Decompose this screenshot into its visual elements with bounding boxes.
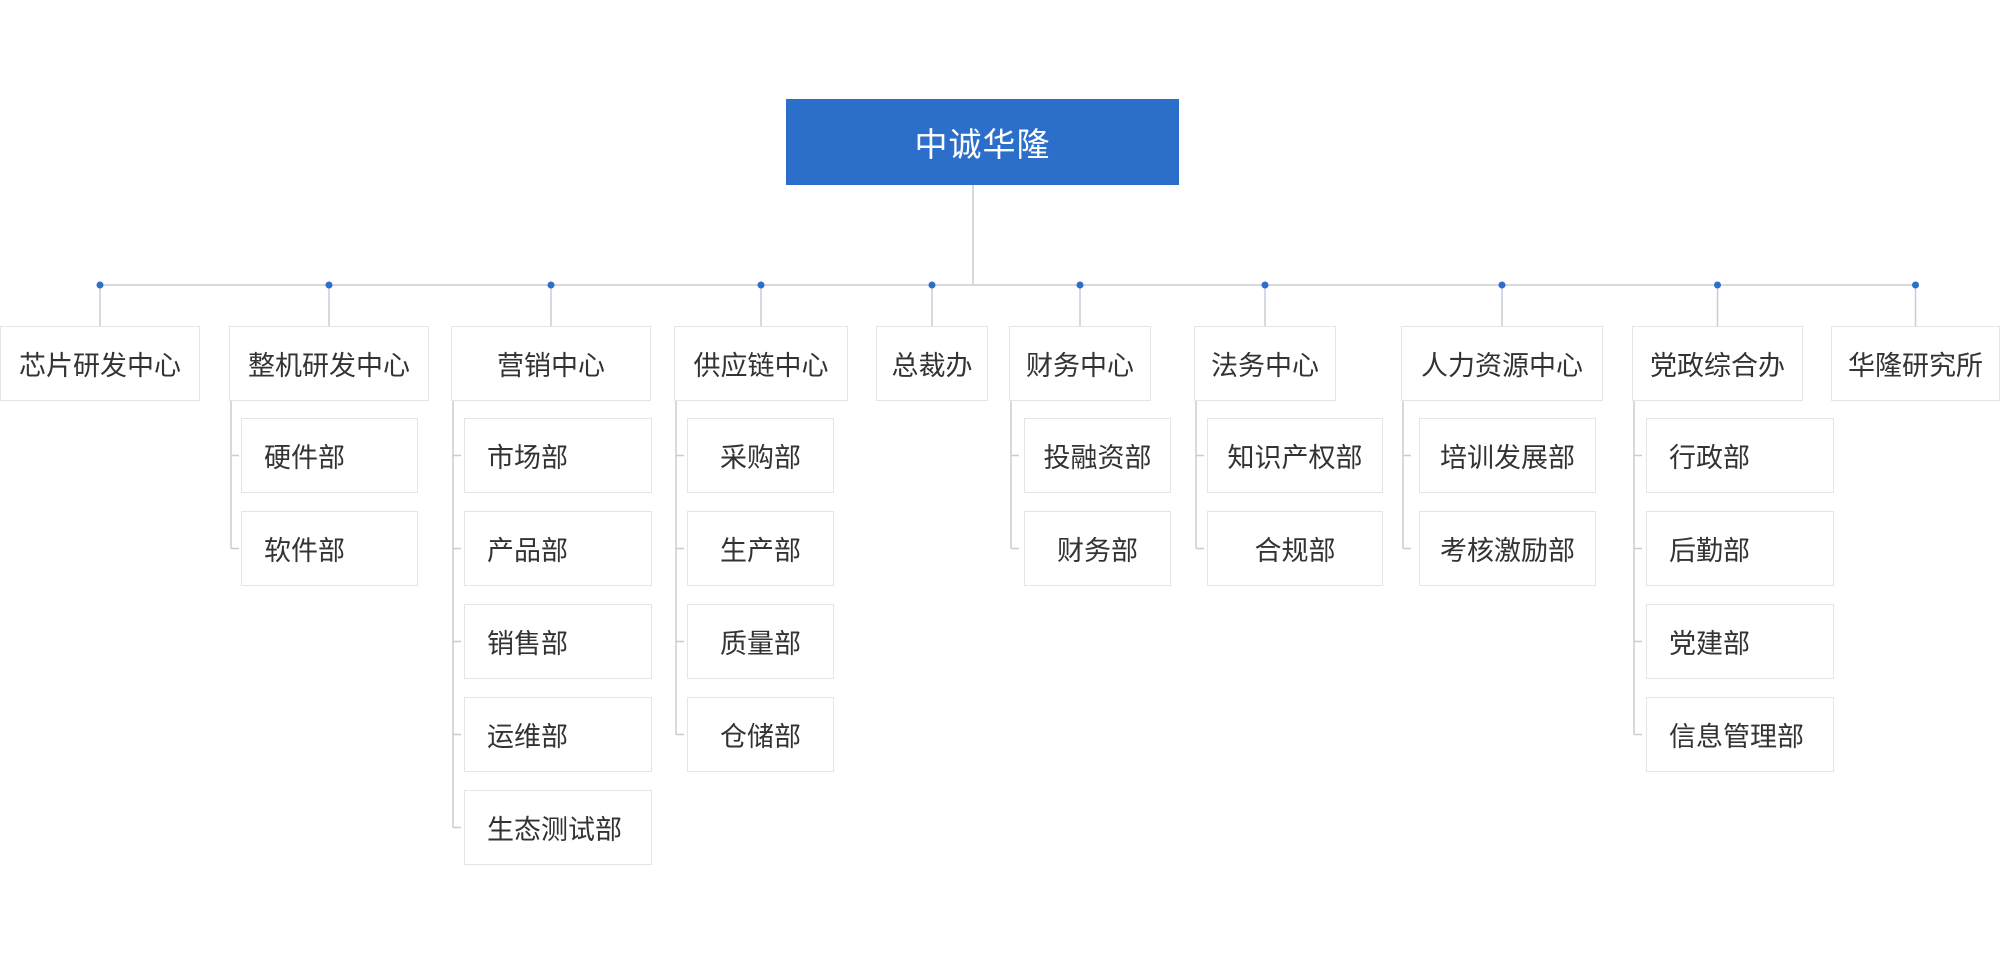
connector-dot [928, 281, 936, 289]
department-label: 整机研发中心 [248, 351, 410, 382]
sub-department-label: 生产部 [720, 536, 801, 567]
sub-department-node[interactable]: 生产部 [687, 511, 834, 586]
sub-department-node[interactable]: 运维部 [464, 697, 652, 772]
department-label: 法务中心 [1211, 351, 1319, 382]
department-node[interactable]: 供应链中心 [674, 326, 848, 401]
sub-department-label: 运维部 [487, 722, 568, 753]
sub-department-node[interactable]: 仓储部 [687, 697, 834, 772]
sub-department-label: 培训发展部 [1440, 443, 1575, 474]
sub-department-label: 硬件部 [264, 443, 345, 474]
sub-department-node[interactable]: 采购部 [687, 418, 834, 493]
connector-dot [757, 281, 765, 289]
root-node-label: 中诚华隆 [914, 125, 1051, 164]
sub-department-node[interactable]: 产品部 [464, 511, 652, 586]
connector-dot [325, 281, 333, 289]
sub-department-label: 仓储部 [720, 722, 801, 753]
connector-dot [96, 281, 104, 289]
department-node[interactable]: 法务中心 [1194, 326, 1336, 401]
sub-department-label: 质量部 [720, 629, 801, 660]
sub-department-label: 市场部 [487, 443, 568, 474]
connector-dot [1498, 281, 1506, 289]
department-node[interactable]: 人力资源中心 [1401, 326, 1603, 401]
sub-department-node[interactable]: 硬件部 [241, 418, 418, 493]
sub-department-label: 生态测试部 [487, 815, 622, 846]
department-node[interactable]: 整机研发中心 [229, 326, 429, 401]
department-label: 华隆研究所 [1848, 351, 1983, 382]
sub-department-label: 销售部 [487, 629, 568, 660]
sub-department-node[interactable]: 质量部 [687, 604, 834, 679]
sub-department-node[interactable]: 行政部 [1646, 418, 1834, 493]
sub-department-label: 后勤部 [1669, 536, 1750, 567]
sub-department-node[interactable]: 党建部 [1646, 604, 1834, 679]
department-label: 芯片研发中心 [19, 351, 181, 382]
sub-department-node[interactable]: 销售部 [464, 604, 652, 679]
sub-department-label: 投融资部 [1043, 443, 1152, 474]
sub-department-node[interactable]: 财务部 [1024, 511, 1171, 586]
department-label: 人力资源中心 [1421, 351, 1583, 382]
sub-department-node[interactable]: 后勤部 [1646, 511, 1834, 586]
connector-dot [1714, 281, 1721, 289]
department-label: 供应链中心 [693, 351, 829, 382]
connector-dot [1912, 281, 1919, 289]
department-node[interactable]: 芯片研发中心 [0, 326, 200, 401]
sub-department-label: 知识产权部 [1227, 443, 1363, 474]
root-node[interactable]: 中诚华隆 [786, 99, 1179, 185]
department-label: 财务中心 [1026, 351, 1134, 382]
sub-department-label: 党建部 [1669, 629, 1750, 660]
sub-department-node[interactable]: 考核激励部 [1419, 511, 1596, 586]
sub-department-node[interactable]: 投融资部 [1024, 418, 1171, 493]
department-node[interactable]: 党政综合办 [1632, 326, 1803, 401]
sub-department-label: 考核激励部 [1440, 536, 1575, 567]
sub-department-node[interactable]: 培训发展部 [1419, 418, 1596, 493]
department-label: 营销中心 [497, 351, 605, 382]
sub-department-label: 行政部 [1669, 443, 1750, 474]
department-node[interactable]: 财务中心 [1009, 326, 1151, 401]
sub-department-label: 财务部 [1057, 536, 1138, 567]
connector-dot [1076, 281, 1084, 289]
sub-department-label: 软件部 [264, 536, 345, 567]
sub-department-node[interactable]: 知识产权部 [1207, 418, 1383, 493]
sub-department-node[interactable]: 生态测试部 [464, 790, 652, 865]
sub-department-node[interactable]: 合规部 [1207, 511, 1383, 586]
department-label: 总裁办 [891, 351, 973, 382]
sub-department-label: 信息管理部 [1669, 722, 1804, 753]
sub-department-node[interactable]: 信息管理部 [1646, 697, 1834, 772]
connector-dot [547, 281, 555, 289]
sub-department-label: 采购部 [720, 443, 801, 474]
department-label: 党政综合办 [1650, 351, 1785, 382]
department-node[interactable]: 营销中心 [451, 326, 651, 401]
connector-dot [1261, 281, 1269, 289]
sub-department-node[interactable]: 市场部 [464, 418, 652, 493]
department-node[interactable]: 华隆研究所 [1831, 326, 2000, 401]
department-node[interactable]: 总裁办 [876, 326, 988, 401]
sub-department-node[interactable]: 软件部 [241, 511, 418, 586]
sub-department-label: 合规部 [1254, 536, 1336, 567]
sub-department-label: 产品部 [487, 536, 568, 567]
